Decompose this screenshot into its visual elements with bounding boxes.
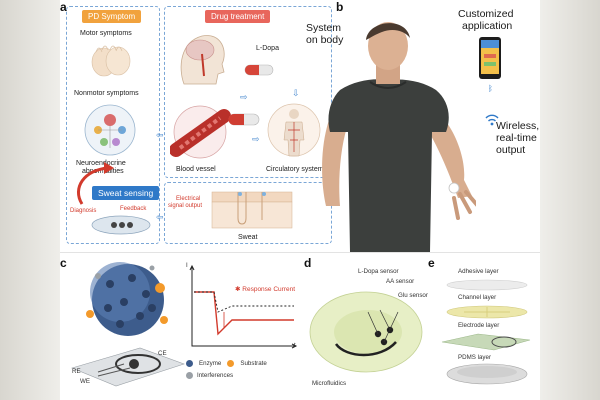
adhesive-layer-label: Adhesive layer [458,268,499,275]
pdms-layer-label: PDMS layer [458,354,492,361]
diagnosis-curved-arrow-icon [76,162,114,205]
pd-symptom-header: PD Symptom [82,10,142,23]
motor-symptoms-label: Motor symptoms [80,30,132,37]
hands-icon [91,45,131,77]
nanoparticle-enzyme-illustration [86,262,168,336]
wireless-label-line2: real-time [496,132,537,144]
drug-treatment-header: Drug treatment [205,10,271,23]
blood-vessel-label: Blood vessel [176,166,216,173]
response-current-bullet-icon: ✱ [235,286,243,293]
person-wearing-sensor-illustration [322,22,476,252]
bluetooth-icon: ᛒ [488,84,493,93]
feedback-label: Feedback [120,206,147,212]
nonmotor-symptoms-label: Nonmotor symptoms [74,90,139,97]
wireless-label-line1: Wireless, [496,120,540,132]
channel-layer-illustration [446,305,528,319]
microfluidic-patch-illustration [309,291,423,373]
response-current-plot [189,264,298,349]
app-label-line1: Customized [458,8,514,20]
diagnosis-label: Diagnosis [70,208,97,214]
axis-t-label: t [294,342,296,349]
wireless-label-line3: output [496,144,526,156]
enzyme-swatch-icon [186,360,193,367]
ce-label: CE [158,350,167,357]
app-label-line2: application [462,20,513,32]
response-current-label: ✱ Response Current [235,285,295,293]
sweat-sensing-box [164,182,332,244]
legend-enzyme: Enzyme [199,360,222,367]
electrode-layer-label: Electrode layer [458,322,500,329]
microfluidics-label: Microfluidics [312,380,347,387]
adhesive-layer-illustration [446,279,528,291]
l-dopa-label: L-Dopa [256,45,279,52]
arrow-icon: ⇩ [292,88,300,98]
re-label: RE [72,368,81,375]
aa-sensor-label: AA sensor [386,278,415,285]
smartphone-icon [479,37,501,79]
legend-substrate: Substrate [240,360,267,367]
panel-label-c: c [60,256,67,270]
electrical-label-line2: signal output [168,203,203,209]
electrode-chip-illustration [71,347,185,387]
head-brain-icon [180,35,225,85]
system-label-line2: on body [306,34,344,46]
electrode-layer-illustration [441,333,531,351]
legend: Enzyme Substrate [186,360,267,367]
figure-canvas: a PD Symptom Drug treatment Motor sympto… [60,0,540,400]
blood-vessel-icon [170,105,231,159]
system-label-line1: System [306,22,342,34]
wifi-icon [485,114,499,126]
channel-layer-label: Channel layer [458,294,497,301]
arrow-icon: ⇦ [156,130,164,140]
arrow-icon: ⇨ [252,134,260,144]
neuroendocrine-label-line1: Neuroendocrine [76,160,126,167]
sweat-label: Sweat [238,234,258,241]
l-dopa-pill-icon [244,64,274,76]
ldopa-sensor-label: L-Dopa sensor [358,268,399,275]
we-label: WE [80,378,90,385]
legend-row-2: Interferences [186,372,233,379]
vessel-pill-icon [228,113,260,126]
skin-sweat-gland-icon [211,191,293,229]
glu-sensor-label: Glu sensor [398,292,428,299]
response-current-text: Response Current [242,286,296,293]
circulatory-system-icon [267,103,321,157]
pdms-layer-illustration [446,363,528,385]
circulatory-system-label: Circulatory system [266,166,324,173]
electrical-label-line1: Electrical [176,196,201,202]
drug-treatment-box [164,6,332,178]
legend-interferences: Interferences [197,372,234,379]
panel-label-b: b [336,0,344,14]
divider [60,252,540,253]
pd-symptom-box [66,6,160,244]
panel-label-d: d [304,256,312,270]
interferences-swatch-icon [186,372,193,379]
arrow-icon: ⇦ [156,212,164,222]
panel-label-e: e [428,256,435,270]
arrow-icon: ⇨ [240,92,248,102]
panel-label-a: a [60,0,67,14]
axis-i-label: I [186,262,188,269]
sweat-patch-icon [91,215,151,235]
neuroendocrine-label-line2: abnormalities [82,168,124,175]
sweat-sensing-header: Sweat sensing [92,186,160,200]
neuroendocrine-icon [84,104,136,156]
substrate-swatch-icon [227,360,235,367]
